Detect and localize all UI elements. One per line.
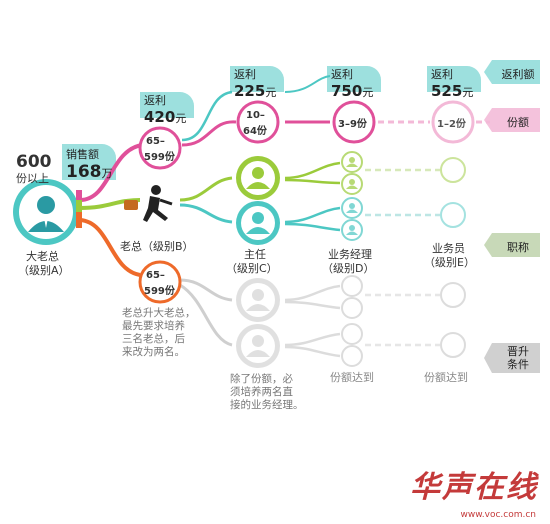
boss-shares-bottom-circle bbox=[138, 260, 182, 304]
director-name: 主任 bbox=[244, 248, 266, 261]
manager-name: 业务经理 bbox=[328, 248, 372, 261]
boss-shares-top2: 599份 bbox=[144, 152, 175, 163]
side-tag-shares: 份额 bbox=[507, 116, 529, 129]
big-boss-avatar-icon bbox=[13, 179, 79, 245]
staff-shares: 1–2份 bbox=[437, 119, 466, 130]
manager-avatars-grey-icon bbox=[341, 275, 363, 367]
director-shares-circle bbox=[236, 100, 280, 144]
manager-avatars-teal-icon bbox=[341, 197, 363, 241]
staff-name: 业务员 bbox=[432, 242, 465, 255]
director-avatar-teal-icon bbox=[236, 201, 280, 245]
director-shares: 10– bbox=[246, 110, 265, 121]
director-level: （级别C） bbox=[226, 262, 278, 275]
boss-promotion-note: 老总升大老总， 最先要求培养 三名老总，后 来改为两名。 bbox=[122, 307, 196, 358]
sales-amount: 销售额 168万 bbox=[66, 148, 113, 182]
rebate-boss: 返利 420元 bbox=[144, 94, 187, 126]
rebate-bubble-manager bbox=[327, 66, 381, 92]
manager-level: （级别D） bbox=[322, 262, 375, 275]
boss-shares-top-circle bbox=[138, 126, 182, 170]
manager-avatars-green-icon bbox=[341, 151, 363, 195]
director-avatar-green-icon bbox=[236, 156, 280, 200]
manager-shares: 3–9份 bbox=[338, 119, 367, 130]
staff-condition: 份额达到 bbox=[424, 371, 468, 384]
rebate-bubble-director bbox=[230, 66, 284, 92]
rebate-bubble-staff bbox=[427, 66, 481, 92]
director-promotion-note: 除了份额，必 须培养两名直 接的业务经理。 bbox=[230, 373, 304, 411]
staff-level: （级别E） bbox=[424, 256, 475, 269]
sales-bubble bbox=[62, 144, 116, 180]
staff-shares-circle bbox=[431, 100, 475, 144]
rebate-staff: 返利 525元 bbox=[431, 68, 474, 100]
manager-shares-circle bbox=[332, 100, 376, 144]
rebate-director: 返利 225元 bbox=[234, 68, 277, 100]
side-tag-title: 职称 bbox=[507, 241, 529, 254]
big-boss-name: 大老总 bbox=[26, 250, 59, 263]
rebate-bubble-boss bbox=[140, 92, 194, 118]
watermark-logo: 华声在线 bbox=[410, 470, 538, 505]
side-tag-rebate: 返利额 bbox=[501, 68, 535, 81]
boss-name: 老总（级别B） bbox=[120, 240, 194, 253]
big-boss-level: （级别A） bbox=[18, 264, 70, 277]
side-tag-promotion: 晋升条件 bbox=[507, 345, 529, 371]
director-shares2: 64份 bbox=[243, 126, 267, 137]
staff-avatars-icon bbox=[440, 157, 466, 358]
watermark-url: www.voc.com.cn bbox=[460, 510, 537, 520]
boss-shares-bottom: 65– bbox=[146, 270, 165, 281]
side-tag-shapes bbox=[484, 60, 540, 373]
boss-shares-bottom2: 599份 bbox=[144, 286, 175, 297]
director-avatar-grey-icon-2 bbox=[236, 324, 280, 368]
big-boss-amount: 600 bbox=[16, 152, 52, 172]
big-boss-amount-sub: 份以上 bbox=[16, 172, 49, 185]
director-avatar-grey-icon-1 bbox=[236, 278, 280, 322]
boss-shares-top: 65– bbox=[146, 136, 165, 147]
manager-condition: 份额达到 bbox=[330, 371, 374, 384]
rebate-manager: 返利 750元 bbox=[331, 68, 374, 100]
running-boss-icon bbox=[124, 185, 173, 222]
